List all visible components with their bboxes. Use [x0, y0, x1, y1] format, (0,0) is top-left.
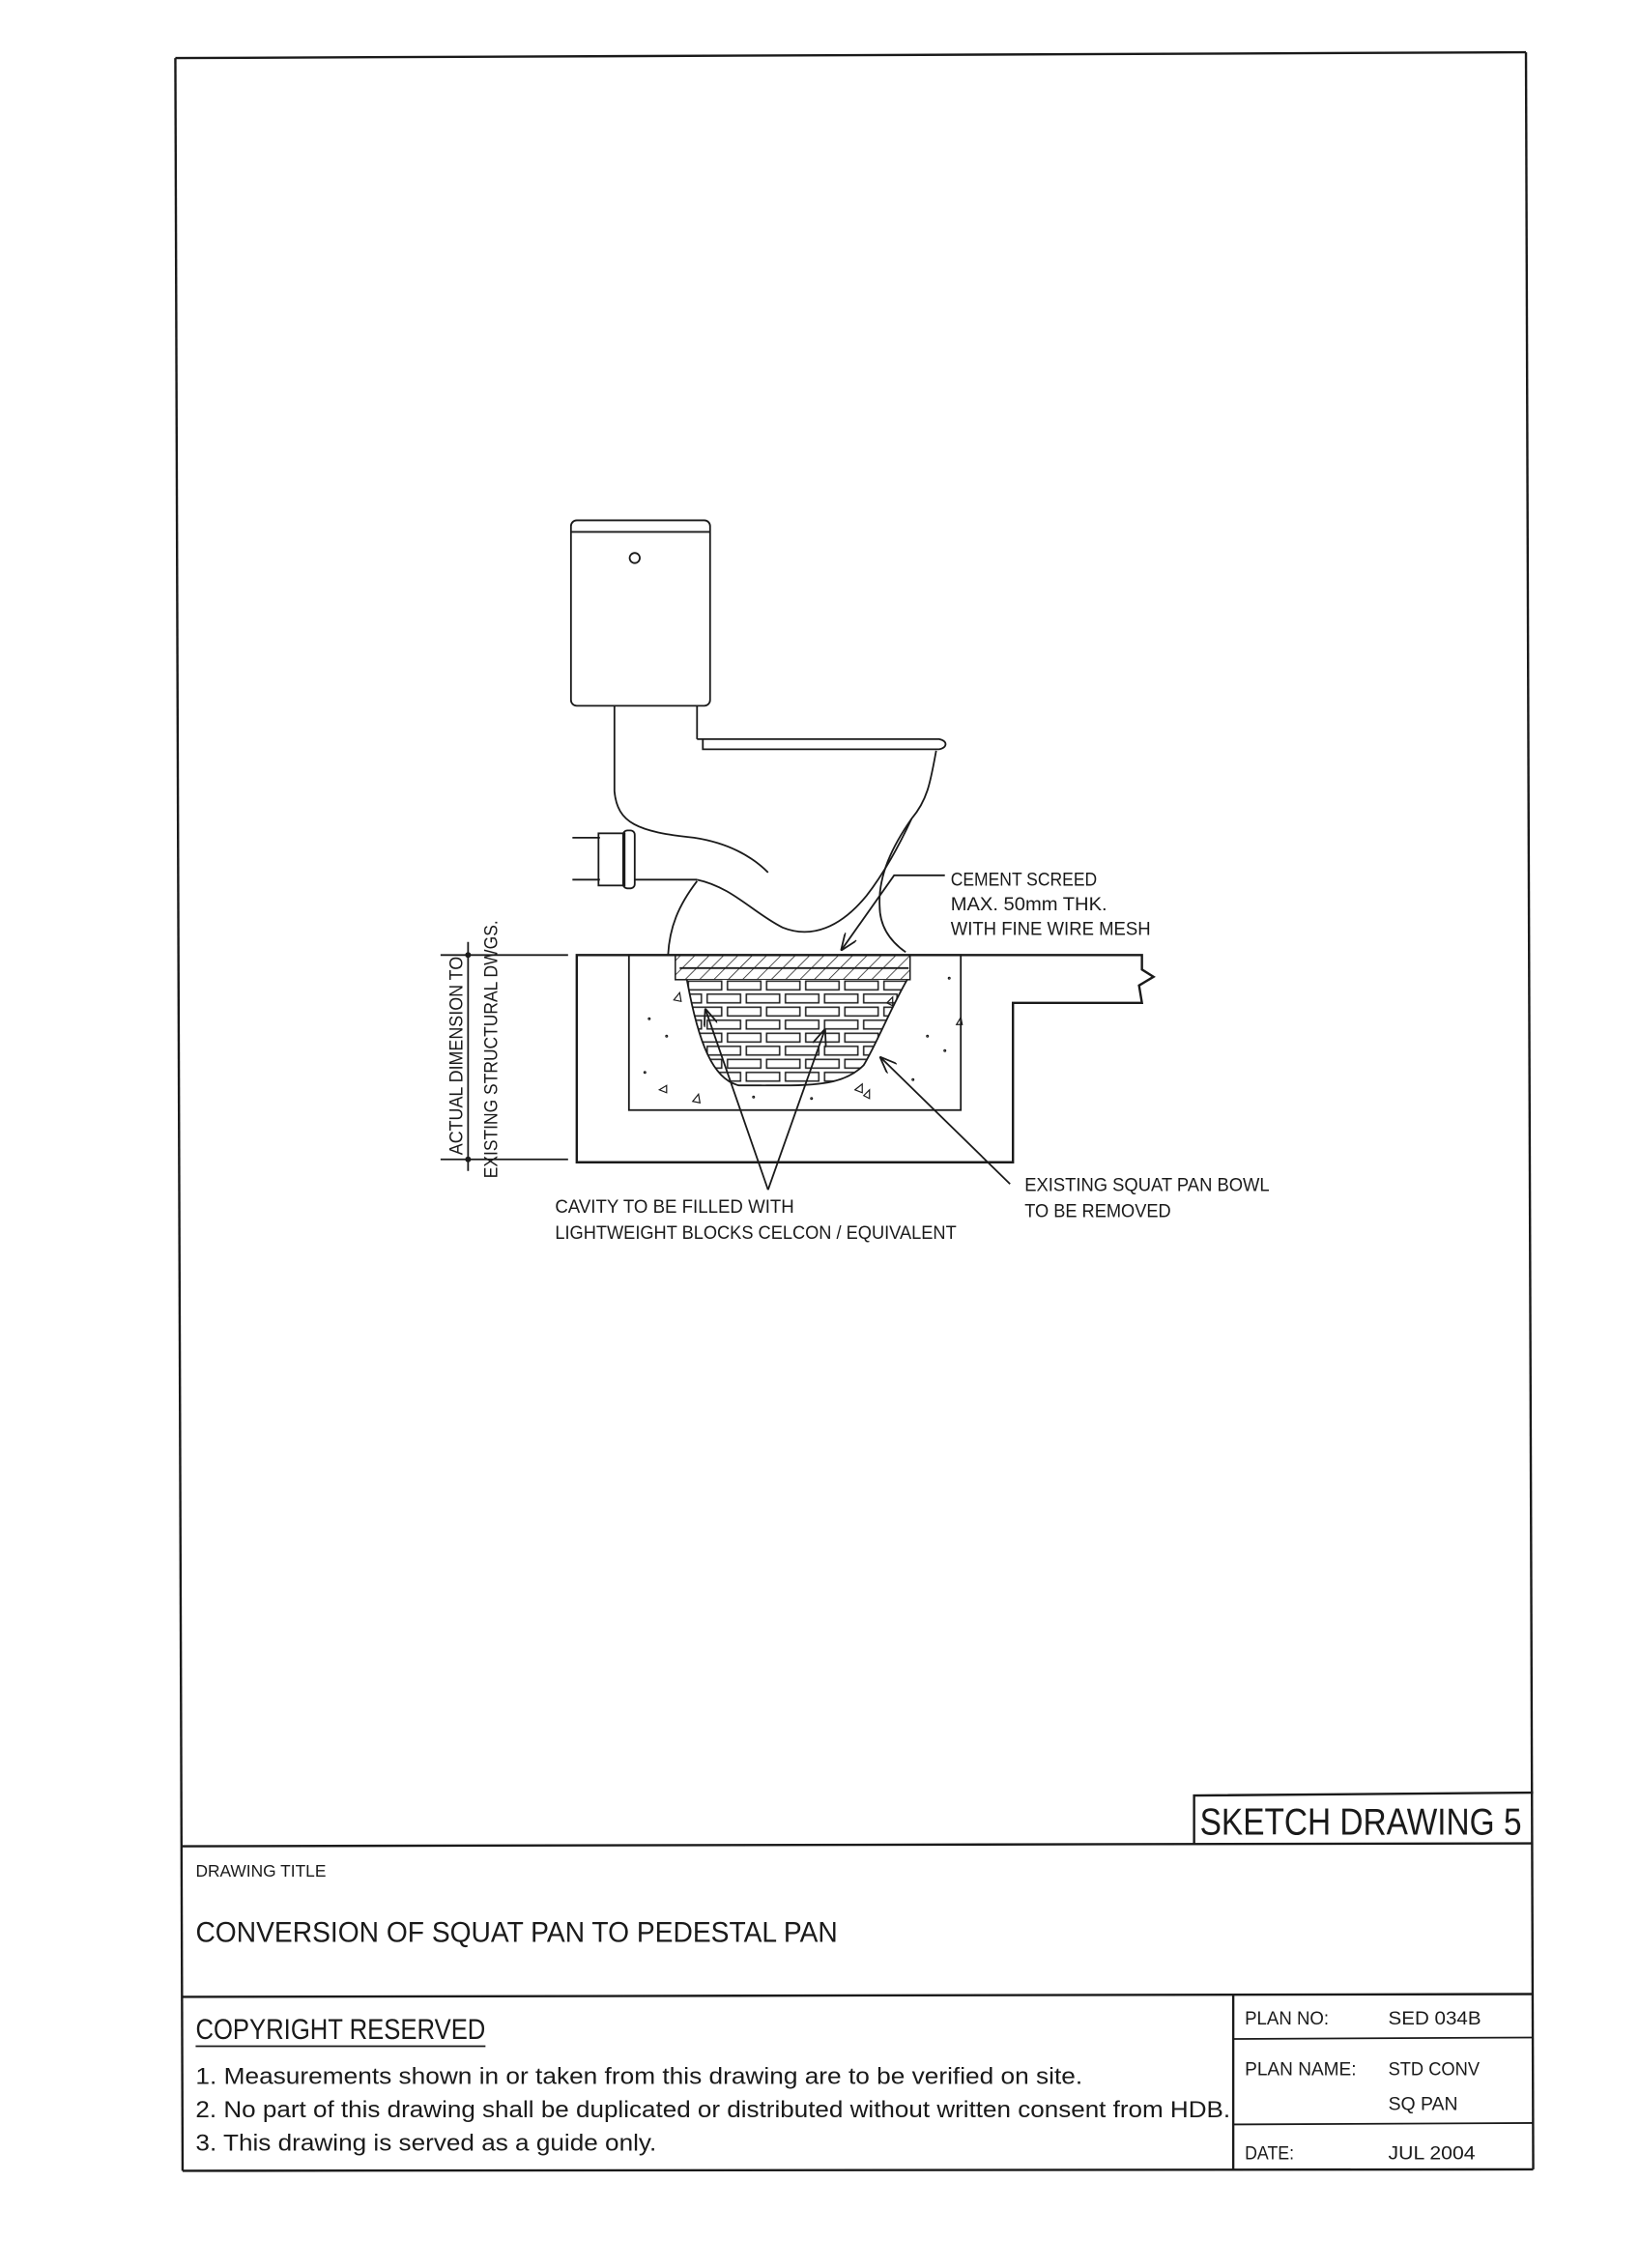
note-1: 1. Measurements shown in or taken from t… — [195, 2063, 1082, 2089]
plan-no-value: SED 034B — [1389, 2008, 1481, 2029]
pedestal-pan-drawing — [569, 519, 947, 956]
date-value: JUL 2004 — [1389, 2142, 1476, 2164]
cement-screed-label-2: MAX. 50mm THK. — [951, 894, 1107, 915]
dimension-label-1: ACTUAL DIMENSION TO — [446, 957, 467, 1155]
floor-slab-section — [575, 954, 1156, 1163]
date-label: DATE: — [1245, 2142, 1294, 2164]
lightweight-blocks — [668, 979, 907, 1086]
cavity-label-1: CAVITY TO BE FILLED WITH — [555, 1196, 793, 1218]
leader-lines — [705, 874, 1011, 1191]
copyright-heading: COPYRIGHT RESERVED — [195, 2014, 485, 2046]
plan-name-label: PLAN NAME: — [1245, 2058, 1356, 2080]
existing-pan-label-1: EXISTING SQUAT PAN BOWL — [1024, 1175, 1270, 1196]
plan-no-label: PLAN NO: — [1245, 2008, 1329, 2029]
pipe-collar — [597, 832, 626, 887]
dimension-line — [440, 941, 568, 1171]
cistern — [569, 519, 711, 707]
flush-button-icon — [628, 552, 641, 564]
cement-screed-label-1: CEMENT SCREED — [951, 869, 1097, 890]
title-block — [182, 1791, 1534, 2171]
drawing-title: CONVERSION OF SQUAT PAN TO PEDESTAL PAN — [195, 1917, 837, 1949]
cavity-label-2: LIGHTWEIGHT BLOCKS CELCON / EQUIVALENT — [555, 1222, 956, 1244]
concrete-aggregate — [643, 976, 963, 1105]
sheet-frame — [174, 50, 1535, 2172]
plan-name-value-2: SQ PAN — [1389, 2093, 1458, 2114]
note-2: 2. No part of this drawing shall be dupl… — [195, 2097, 1230, 2123]
dimension-label-2: EXISTING STRUCTURAL DWGS. — [480, 920, 502, 1178]
plan-name-value-1: STD CONV — [1389, 2058, 1480, 2080]
cement-screed-label-3: WITH FINE WIRE MESH — [951, 918, 1151, 939]
seat — [697, 737, 947, 751]
sketch-drawing-label: SKETCH DRAWING 5 — [1200, 1802, 1522, 1844]
drawing-title-label: DRAWING TITLE — [195, 1861, 326, 1880]
existing-pan-label-2: TO BE REMOVED — [1024, 1201, 1170, 1222]
note-3: 3. This drawing is served as a guide onl… — [195, 2130, 656, 2156]
